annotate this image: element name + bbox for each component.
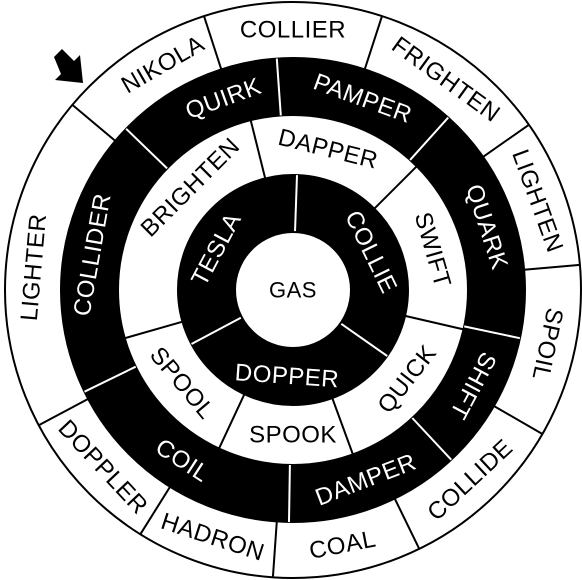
ring-3-separator: [411, 417, 452, 461]
ring-4-separator: [271, 521, 278, 578]
ring-3-separator: [84, 365, 137, 393]
ring-3-separator: [275, 58, 282, 116]
ring-2-separator: [331, 397, 354, 455]
ring-3-separator: [288, 464, 291, 523]
ring-4-separator: [71, 104, 116, 142]
ring-4-separator: [139, 486, 171, 535]
ring-2-separator: [373, 165, 418, 210]
center-label: GAS: [269, 278, 317, 303]
ring-2-separator: [124, 320, 183, 340]
ring-4-word: COLLIER: [240, 17, 346, 44]
ring-4-separator: [524, 263, 580, 271]
ring-4-separator: [493, 405, 543, 435]
ring-4-separator: [393, 498, 421, 550]
ring-1-separator: [339, 322, 388, 357]
ring-2-separator: [249, 119, 267, 179]
ring-4-separator: [482, 123, 530, 158]
ring-3-separator: [125, 128, 168, 170]
ring-4-separator: [203, 15, 223, 70]
ring-3-separator: [409, 116, 449, 161]
ring-1-separator: [191, 316, 243, 345]
ring-2-separator: [218, 393, 246, 450]
ring-3-separator: [463, 325, 521, 340]
ring-4-separator: [363, 15, 383, 70]
ring-2-word: SPOOK: [249, 422, 337, 449]
center-circle: [234, 231, 352, 349]
ring-2-separator: [404, 314, 464, 331]
ring-4-separator: [38, 398, 89, 427]
ring-1-separator: [294, 175, 298, 233]
arrow-icon: [54, 49, 83, 83]
